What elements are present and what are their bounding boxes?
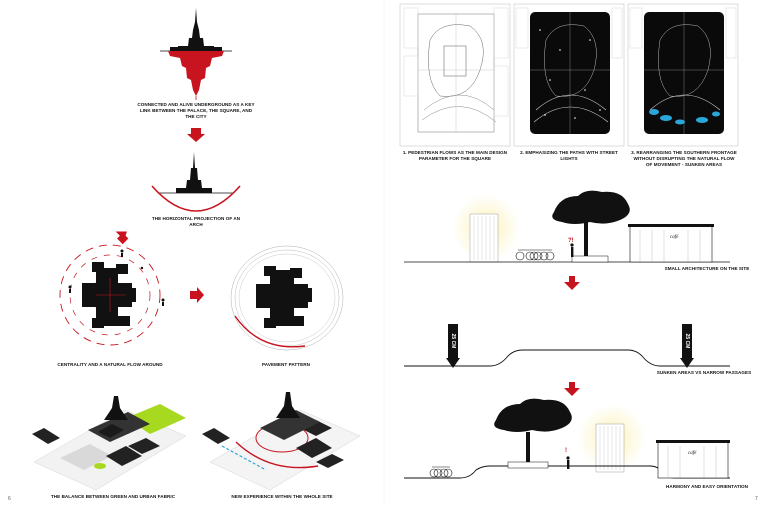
site-plan-1 xyxy=(399,3,511,147)
caption-balance: THE BALANCE BETWEEN GREEN AND URBAN FABR… xyxy=(50,494,176,499)
caption-plan-1: 1. PEDESTRIAN FLOWS AS THE MAIN DESIGN P… xyxy=(402,150,508,161)
page-number-left: 6 xyxy=(8,496,11,502)
arrow-down-icon xyxy=(187,128,205,142)
pavement-pattern-diagram xyxy=(230,245,344,351)
depth-label-right: 25 CM xyxy=(684,333,690,349)
site-plan-2 xyxy=(513,3,625,147)
tower-underground-diagram xyxy=(160,8,232,100)
arch-projection-diagram xyxy=(151,152,241,212)
caption-sunken-areas: SUNKEN AREAS VS NARROW PASSAGES xyxy=(656,370,752,375)
balance-axonometric xyxy=(32,396,187,491)
caption-centrality: CENTRALITY AND A NATURAL FLOW AROUND xyxy=(57,362,163,367)
caption-plan-2: 2. EMPHASIZING THE PATHS WITH STREET LIG… xyxy=(520,150,618,161)
caption-horizontal-projection: THE HORIZONTAL PROJECTION OF AN ARCH xyxy=(151,216,241,227)
exclamation-label: ! xyxy=(565,448,567,454)
page-number-right: 7 xyxy=(755,496,758,502)
arrow-down-icon xyxy=(564,382,580,396)
arrow-diagonal-icon xyxy=(115,231,129,245)
depth-label-left: 25 CM xyxy=(450,333,456,349)
caption-underground-link: CONNECTED AND ALIVE UNDERGROUND AS A KEY… xyxy=(137,102,255,119)
centrality-plan-diagram xyxy=(59,244,165,346)
caption-harmony: HARMONY AND EASY ORIENTATION xyxy=(665,484,749,489)
caption-small-architecture: SMALL ARCHITECTURE ON THE SITE xyxy=(664,266,750,271)
section-sunken-areas xyxy=(404,324,730,368)
section-harmony: ! café xyxy=(404,398,730,479)
caption-plan-3: 3. REARRANGING THE SOUTHERN FRONTAGE WIT… xyxy=(631,150,737,167)
caption-new-experience: NEW EXPERIENCE WITHIN THE WHOLE SITE xyxy=(231,494,333,499)
cafe-sign-2: café xyxy=(688,451,697,456)
arrow-right-icon xyxy=(190,287,204,303)
question-mark-label: ?! xyxy=(568,238,574,244)
section-small-architecture: ?! café xyxy=(404,190,730,263)
cafe-sign: café xyxy=(670,235,679,240)
arrow-down-icon xyxy=(564,276,580,290)
experience-axonometric xyxy=(202,392,361,491)
caption-pavement: PAVEMENT PATTERN xyxy=(262,362,310,367)
site-plan-3 xyxy=(627,3,739,147)
